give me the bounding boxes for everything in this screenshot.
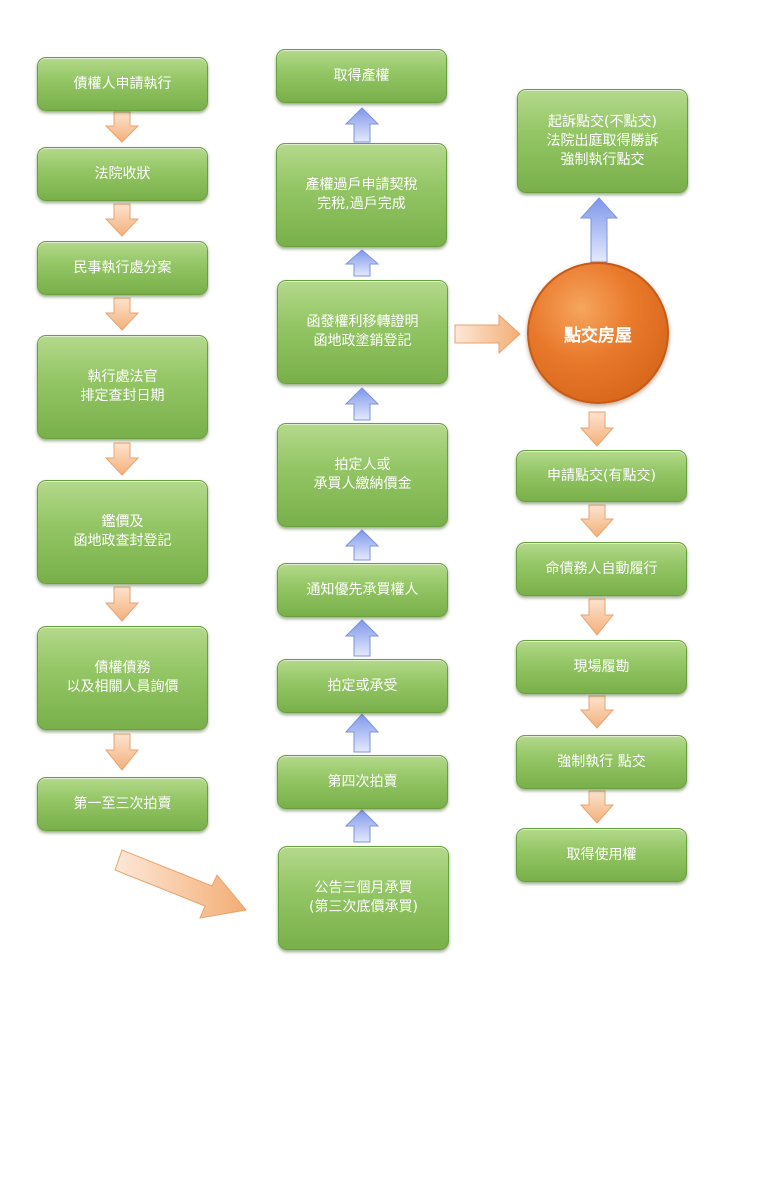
up-arrow-middle-7	[344, 107, 380, 143]
down-arrow-right-2	[579, 504, 615, 538]
step-buyer-pays: 拍定人或 承買人繳納價金	[277, 423, 448, 527]
step-three-month-notice: 公告三個月承買 (第三次底價承買)	[278, 846, 449, 950]
up-arrow-right	[579, 197, 619, 263]
down-arrow-right-3	[579, 598, 615, 636]
down-arrow-left-2	[104, 203, 140, 237]
down-arrow-left-1	[104, 111, 140, 143]
step-debtor-self-performance: 命債務人自動履行	[516, 542, 687, 596]
down-arrow-left-3	[104, 297, 140, 331]
step-case-assignment: 民事執行處分案	[37, 241, 208, 295]
step-court-receives: 法院收狀	[37, 147, 208, 201]
step-fourth-auction: 第四次拍賣	[277, 755, 448, 809]
step-obtain-ownership: 取得產權	[276, 49, 447, 103]
step-title-transfer: 產權過戶申請契稅 完稅,過戶完成	[276, 143, 447, 247]
up-arrow-middle-1	[344, 809, 380, 843]
step-forced-handover: 強制執行 點交	[516, 735, 687, 789]
step-transfer-certificate: 函發權利移轉證明 函地政塗銷登記	[277, 280, 448, 384]
up-arrow-middle-2	[344, 713, 380, 753]
right-arrow	[454, 313, 521, 355]
diagonal-arrow	[114, 849, 247, 919]
step-sold-or-accepted: 拍定或承受	[277, 659, 448, 713]
up-arrow-middle-5	[344, 387, 380, 421]
up-arrow-middle-6	[344, 249, 380, 277]
step-schedule-seizure: 執行處法官 排定查封日期	[37, 335, 208, 439]
step-lawsuit-no-handover: 起訴點交(不點交) 法院出庭取得勝訴 強制執行點交	[517, 89, 688, 193]
handover-house-circle: 點交房屋	[527, 262, 669, 404]
step-obtain-usage-right: 取得使用權	[516, 828, 687, 882]
down-arrow-left-5	[104, 586, 140, 622]
step-creditor-application: 債權人申請執行	[37, 57, 208, 111]
step-apply-handover: 申請點交(有點交)	[516, 450, 687, 502]
step-notify-preemptive: 通知優先承買權人	[277, 563, 448, 617]
step-first-to-third-auction: 第一至三次拍賣	[37, 777, 208, 831]
down-arrow-right-5	[579, 790, 615, 824]
down-arrow-right-4	[579, 695, 615, 729]
down-arrow-left-6	[104, 733, 140, 771]
step-site-inspection: 現場履勘	[516, 640, 687, 694]
up-arrow-middle-3	[344, 619, 380, 657]
down-arrow-right-1	[579, 411, 615, 447]
step-price-inquiry: 債權債務 以及相關人員詢價	[37, 626, 208, 730]
up-arrow-middle-4	[344, 529, 380, 561]
step-appraisal-registration: 鑑價及 函地政查封登記	[37, 480, 208, 584]
down-arrow-left-4	[104, 442, 140, 476]
